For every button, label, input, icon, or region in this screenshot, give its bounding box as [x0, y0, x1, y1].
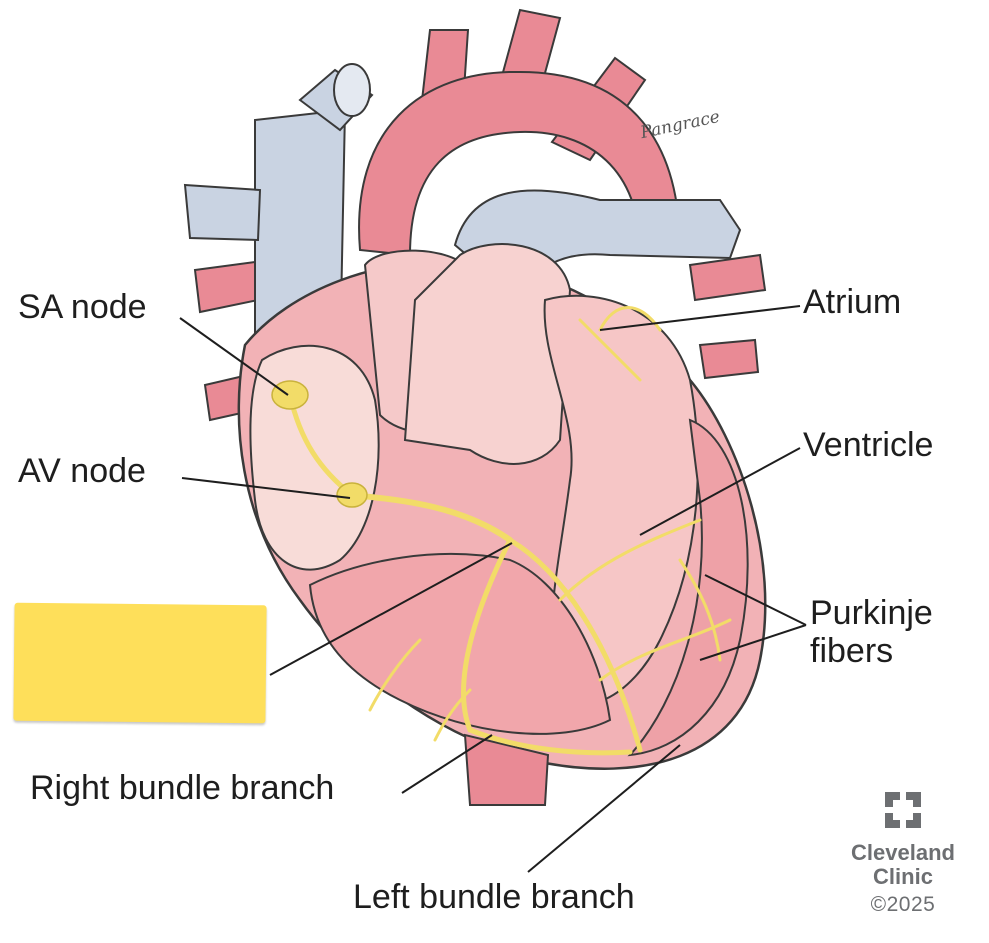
label-left-bundle-branch: Left bundle branch [353, 878, 635, 916]
label-atrium: Atrium [803, 283, 902, 321]
brand-block: Cleveland Clinic ©2025 [838, 790, 968, 917]
label-av-node: AV node [18, 452, 146, 490]
leader-purkinje-2 [699, 624, 807, 661]
left-bundle-branch-path [507, 537, 643, 753]
cleveland-clinic-logo-icon [885, 792, 921, 828]
label-sa-node: SA node [18, 288, 147, 326]
purkinje-branch-2 [598, 618, 732, 682]
bundle-of-his [349, 492, 513, 543]
sa-node-marker [271, 380, 309, 410]
pulmonary-vein-left [193, 260, 260, 314]
inferior-vena-cava [463, 733, 550, 806]
right-bundle-branch-path [461, 537, 633, 756]
leader-sa-node [179, 317, 289, 396]
label-answer-box[interactable] [13, 602, 267, 724]
leader-left-bundle [527, 744, 681, 873]
pulmonary-vein-right [688, 253, 767, 302]
purkinje-branch-3 [368, 638, 422, 712]
right-ventricle-chamber [308, 553, 612, 735]
leader-right-bundle [401, 734, 493, 794]
av-node-marker [336, 482, 368, 508]
label-ventricle: Ventricle [803, 426, 934, 464]
leader-lines [179, 305, 807, 873]
brand-name: Cleveland Clinic [851, 840, 955, 889]
brand-copyright: ©2025 [870, 892, 936, 916]
leader-purkinje-1 [704, 574, 807, 626]
leader-answer-box [269, 542, 513, 676]
left-ventricle-wall [627, 418, 749, 757]
label-purkinje-fibers: Purkinje fibers [810, 594, 933, 671]
pulmonary-vein-right-2 [698, 338, 760, 380]
leader-ventricle [639, 447, 801, 536]
leader-atrium [599, 305, 801, 331]
purkinje-branch-1 [558, 518, 702, 602]
vena-cava-opening [333, 63, 371, 117]
pulmonary-valve-area [403, 243, 572, 465]
purkinje-branch-4 [433, 688, 472, 742]
leader-av-node [181, 477, 351, 499]
pulmonary-branch-left [183, 183, 262, 242]
purkinje-branch-5 [678, 558, 722, 662]
atrial-fibers [578, 306, 662, 382]
label-right-bundle-branch: Right bundle branch [30, 769, 335, 807]
